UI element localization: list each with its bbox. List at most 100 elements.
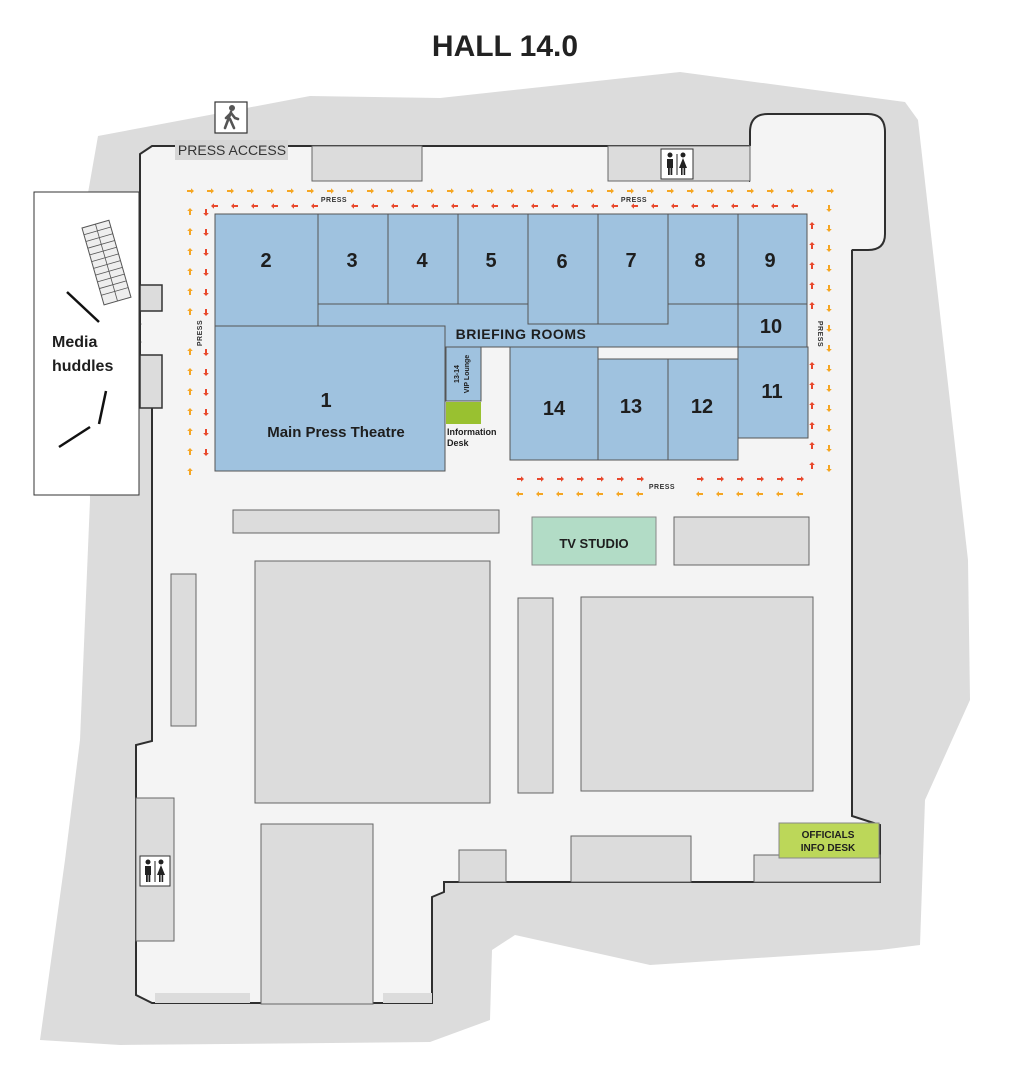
route-arrow	[809, 382, 815, 389]
route-arrow	[556, 491, 563, 497]
route-arrow	[231, 203, 238, 209]
route-arrow	[756, 491, 763, 497]
route-arrow	[307, 188, 314, 194]
route-arrow	[267, 188, 274, 194]
route-arrow	[826, 325, 832, 332]
information-desk[interactable]	[446, 402, 481, 424]
tv-studio[interactable]: TV STUDIO	[531, 516, 657, 566]
media-huddles-label-1: Media	[52, 334, 97, 351]
media-huddles-label-2: huddles	[52, 358, 113, 375]
svg-text:OFFICIALS: OFFICIALS	[802, 830, 855, 841]
route-arrow	[627, 188, 634, 194]
room-5[interactable]: 5	[457, 213, 529, 305]
route-arrow	[411, 203, 418, 209]
route-arrow	[203, 269, 209, 276]
room-3[interactable]: 3	[317, 213, 389, 305]
route-arrow	[631, 203, 638, 209]
wall-block-left	[170, 573, 197, 727]
route-arrow	[757, 476, 764, 482]
route-arrow	[187, 208, 193, 215]
svg-text:13-14: 13-14	[454, 365, 461, 383]
room-8[interactable]: 8	[667, 213, 739, 305]
route-arrow	[826, 385, 832, 392]
route-arrow	[696, 491, 703, 497]
restroom-icon	[660, 148, 694, 180]
route-arrow	[826, 305, 832, 312]
press-access-label: PRESS ACCESS	[178, 142, 286, 158]
route-arrow	[771, 203, 778, 209]
route-arrow	[577, 476, 584, 482]
route-arrow	[809, 242, 815, 249]
route-arrow	[807, 188, 814, 194]
route-arrow	[311, 203, 318, 209]
route-arrow	[616, 491, 623, 497]
route-arrow	[203, 429, 209, 436]
route-arrow	[667, 188, 674, 194]
svg-text:Main Press Theatre: Main Press Theatre	[267, 424, 405, 441]
press-label-left: PRESS	[197, 320, 204, 346]
route-arrow	[826, 265, 832, 272]
route-arrow	[809, 222, 815, 229]
room-11[interactable]: 11	[737, 346, 809, 439]
route-arrow	[651, 203, 658, 209]
route-arrow	[531, 203, 538, 209]
door-post	[139, 354, 163, 409]
room-13[interactable]: 13	[597, 358, 669, 461]
route-arrow	[576, 491, 583, 497]
route-arrow	[391, 203, 398, 209]
briefing-rooms-label: BRIEFING ROOMS	[456, 326, 587, 342]
room-2[interactable]: 2	[214, 213, 319, 327]
route-arrow	[826, 345, 832, 352]
route-arrow	[777, 476, 784, 482]
route-arrow	[636, 491, 643, 497]
room-12[interactable]: 12	[667, 358, 739, 461]
route-arrow	[597, 476, 604, 482]
route-arrow	[291, 203, 298, 209]
corner-strip	[750, 146, 853, 182]
room-14[interactable]: 14	[509, 346, 599, 461]
room-7[interactable]: 7	[597, 213, 669, 325]
route-arrow	[767, 188, 774, 194]
svg-text:9: 9	[764, 250, 775, 272]
booth-block-large	[254, 560, 491, 804]
svg-text:TV STUDIO: TV STUDIO	[559, 536, 628, 551]
route-arrow	[187, 368, 193, 375]
vip-lounge[interactable]: 13-14 VIP Lounge	[445, 346, 482, 402]
room-4[interactable]: 4	[387, 213, 459, 305]
room-10[interactable]: 10	[737, 303, 808, 348]
route-arrow	[203, 449, 209, 456]
route-arrow	[447, 188, 454, 194]
route-arrow	[809, 362, 815, 369]
svg-text:3: 3	[346, 250, 357, 272]
route-arrow	[487, 188, 494, 194]
room-9[interactable]: 9	[737, 213, 808, 305]
officials-info-desk[interactable]: OFFICIALS INFO DESK	[778, 822, 880, 859]
svg-text:6: 6	[556, 251, 567, 273]
route-arrow	[607, 188, 614, 194]
route-arrow	[527, 188, 534, 194]
route-arrow	[637, 476, 644, 482]
main-press-theatre[interactable]: 1 Main Press Theatre	[214, 325, 446, 472]
svg-text:INFO DESK: INFO DESK	[801, 843, 856, 854]
svg-text:13: 13	[620, 396, 642, 418]
route-arrow	[826, 245, 832, 252]
route-arrow	[451, 203, 458, 209]
route-arrow	[809, 462, 815, 469]
route-arrow	[571, 203, 578, 209]
route-arrow	[187, 288, 193, 295]
route-arrow	[547, 188, 554, 194]
route-arrow	[187, 228, 193, 235]
press-label-top-right: PRESS	[621, 197, 647, 204]
route-arrow	[347, 188, 354, 194]
route-arrow	[737, 476, 744, 482]
route-arrow	[203, 289, 209, 296]
route-arrow	[207, 188, 214, 194]
booth-block-narrow	[517, 597, 554, 794]
room-6[interactable]: 6	[527, 213, 599, 325]
svg-text:12: 12	[691, 396, 713, 418]
route-arrow	[557, 476, 564, 482]
svg-text:5: 5	[485, 250, 496, 272]
route-arrow	[826, 365, 832, 372]
